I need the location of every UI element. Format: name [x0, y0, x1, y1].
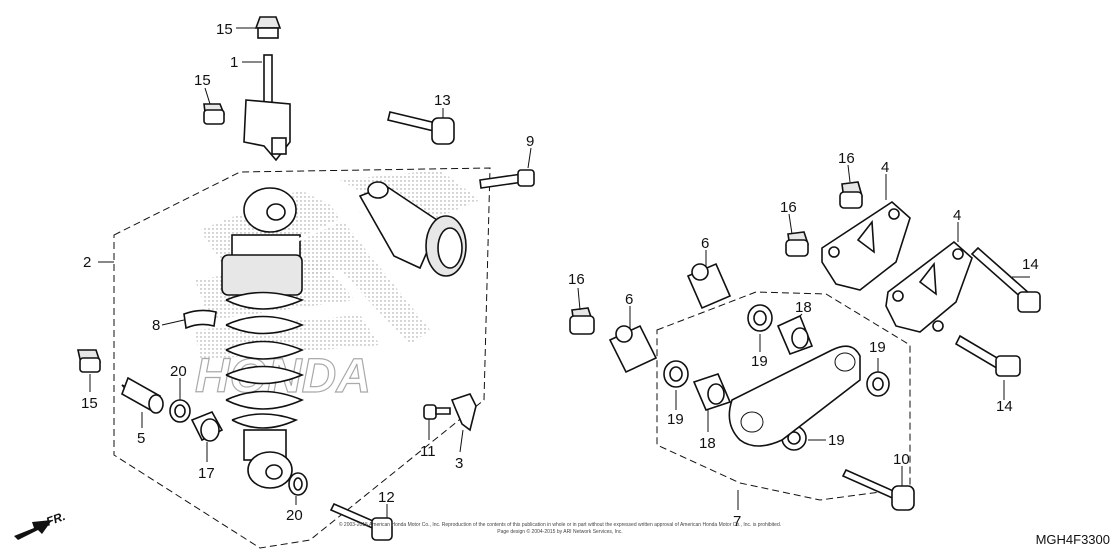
bolt-icon [387, 111, 455, 145]
callout-2: 2 [83, 254, 91, 271]
nut-icon [203, 103, 226, 125]
bolt-icon [329, 502, 393, 541]
callout-15: 15 [194, 72, 211, 89]
callout-9: 9 [526, 133, 534, 150]
copyright-line-1: © 2003-2015 American Honda Motor Co., In… [338, 522, 782, 528]
hose-clamp [450, 393, 477, 432]
callout-19: 19 [667, 411, 684, 428]
bolt-icon [841, 468, 915, 511]
callout-3: 3 [455, 455, 463, 472]
callout-8: 8 [152, 317, 160, 334]
upper-mount-bracket [243, 54, 291, 162]
callout-1: 1 [230, 54, 238, 71]
callout-4: 4 [881, 159, 889, 176]
washer-icon [288, 472, 308, 496]
shock-assembly-outline [113, 167, 491, 549]
callout-16: 16 [838, 150, 855, 167]
cushion-plate [821, 200, 911, 291]
cushion-plate [885, 240, 973, 333]
callout-19: 19 [751, 353, 768, 370]
collar-icon [692, 373, 732, 411]
callout-7: 7 [733, 513, 741, 530]
collar-icon [608, 324, 658, 374]
dust-seal-icon [866, 371, 890, 397]
callout-18: 18 [699, 435, 716, 452]
nut-icon [254, 16, 282, 39]
bolt-icon [954, 334, 1021, 377]
callout-12: 12 [378, 489, 395, 506]
callout-10: 10 [893, 451, 910, 468]
callout-19: 19 [828, 432, 845, 449]
callout-labels: 1 2 3 4 4 5 6 6 7 8 9 10 11 12 13 14 14 … [81, 21, 1039, 530]
callout-17: 17 [198, 465, 215, 482]
callout-20: 20 [286, 507, 303, 524]
link-pivot-hole [740, 411, 764, 433]
callout-5: 5 [137, 430, 145, 447]
front-direction-arrow: FR. [14, 509, 67, 540]
callout-4: 4 [953, 207, 961, 224]
dust-seal-icon [747, 304, 773, 332]
callout-14: 14 [1022, 256, 1039, 273]
linkage-assembly-outline [656, 291, 911, 501]
callout-19: 19 [869, 339, 886, 356]
collar-icon [686, 262, 732, 310]
callout-11: 11 [420, 443, 436, 460]
rubber-band [183, 309, 217, 330]
callout-6: 6 [701, 235, 709, 252]
nut-icon [839, 181, 864, 209]
callout-18: 18 [795, 299, 812, 316]
front-direction-label: FR. [44, 509, 67, 529]
washer-icon [169, 399, 191, 423]
bolt-icon [970, 246, 1041, 313]
shock-link-arm [728, 345, 861, 447]
nut-icon [785, 231, 810, 257]
callout-16: 16 [780, 199, 797, 216]
bolt-icon [423, 404, 451, 420]
collar-icon [121, 376, 164, 414]
callout-14: 14 [996, 398, 1013, 415]
link-pivot-hole [834, 352, 856, 372]
collar-icon [190, 410, 224, 442]
dust-seal-icon [663, 360, 689, 388]
callout-16: 16 [568, 271, 585, 288]
callout-15: 15 [81, 395, 98, 412]
callout-leader-lines [89, 27, 1030, 518]
collar-icon [776, 314, 814, 356]
copyright-notice: © 2003-2015 American Honda Motor Co., In… [300, 522, 820, 536]
callout-6: 6 [625, 291, 633, 308]
callout-15: 15 [216, 21, 233, 38]
bolt-icon [479, 169, 535, 189]
copyright-line-2: Page design © 2004-2015 by ARI Network S… [497, 529, 623, 535]
rear-shock-absorber [221, 181, 467, 489]
nut-icon [569, 307, 595, 335]
callout-20: 20 [170, 363, 187, 380]
diagram-code: MGH4F3300 [1035, 532, 1110, 547]
nut-icon [77, 349, 102, 373]
callout-13: 13 [434, 92, 451, 109]
